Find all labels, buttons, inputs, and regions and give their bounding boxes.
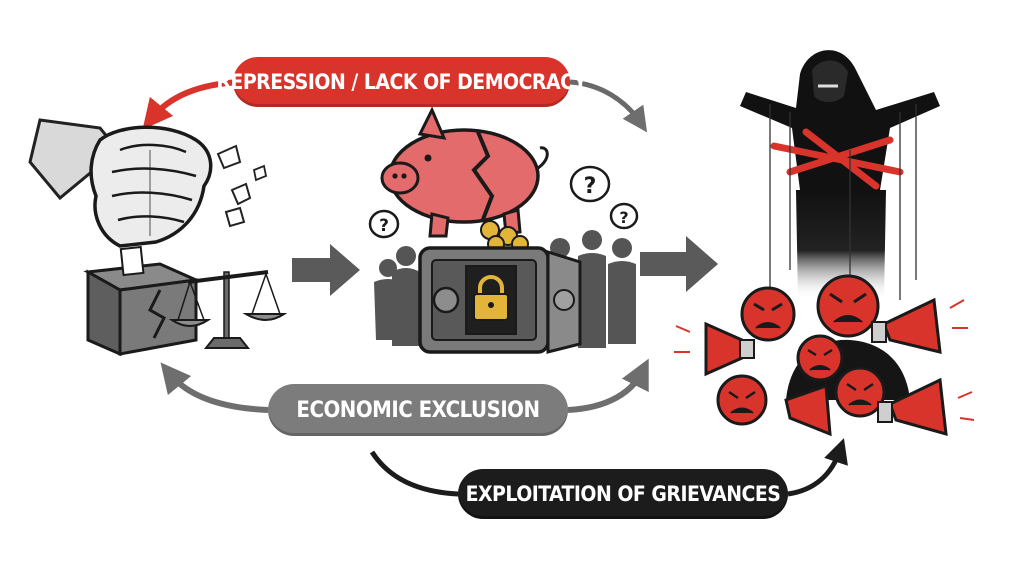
padlock-icon: [473, 275, 509, 321]
shout-lines: [674, 299, 975, 421]
question-bubble-1: ?: [368, 209, 400, 239]
angry-face-icon: [716, 374, 768, 426]
scales-icon: [168, 270, 288, 349]
fist-icon: [28, 118, 213, 248]
question-bubble-3: ?: [609, 202, 639, 230]
megaphone-icon: [871, 297, 942, 354]
angry-face-icon: [816, 274, 880, 338]
ballot-box-icon: [83, 245, 202, 357]
question-mark: ?: [619, 208, 628, 227]
repression-arrow-left: [142, 79, 241, 130]
angry-face-icon: [796, 334, 844, 382]
angry-face-icon: [740, 286, 796, 342]
megaphone-icon: [877, 377, 948, 437]
exploitation-arrow-head: [787, 438, 848, 497]
puppet-master-icon: [740, 50, 940, 300]
angry-face-icon: [834, 366, 886, 418]
economic-arrow-right: [567, 358, 649, 413]
piggy-bank-icon: [380, 106, 549, 238]
megaphone-icon: [704, 321, 755, 377]
forward-arrow-2: [640, 236, 718, 292]
megaphone-icon: [784, 383, 832, 437]
exploitation-label: EXPLOITATION OF GRIEVANCES: [458, 469, 788, 519]
forward-arrow-1: [292, 244, 360, 296]
question-bubble-2: ?: [569, 165, 611, 203]
question-mark: ?: [379, 216, 389, 236]
question-mark: ?: [584, 174, 597, 199]
repression-label: REPRESSION / LACK OF DEMOCRACY: [216, 57, 587, 107]
economic-arrow-left: [160, 362, 269, 413]
repression-arrow-right: [569, 79, 648, 133]
economic-exclusion-label: ECONOMIC EXCLUSION: [268, 384, 568, 436]
paper-scraps: [216, 144, 268, 228]
exploitation-arrow-tail: [369, 450, 459, 497]
